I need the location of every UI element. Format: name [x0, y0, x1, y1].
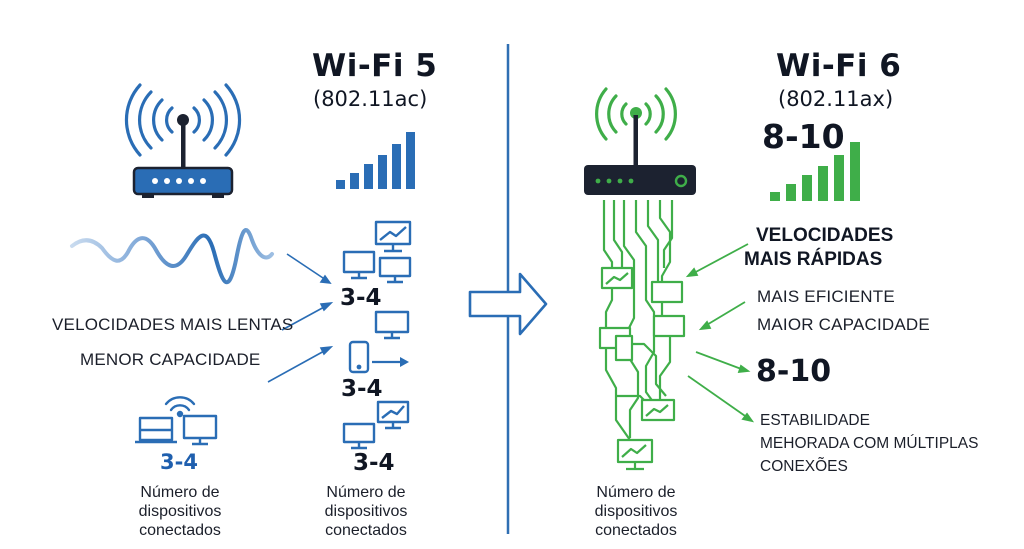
- wifi5-speed-label: VELOCIDADES MAIS LENTAS: [52, 315, 294, 334]
- tablet-icon: [348, 340, 370, 374]
- wifi6-title: Wi-Fi 6: [776, 48, 902, 84]
- arrow-right-icon: [372, 357, 409, 367]
- device-count: 3-4: [353, 450, 395, 476]
- wifi6-speed-label-1: VELOCIDADES: [756, 225, 894, 246]
- wifi6-efficient-label: MAIS EFICIENTE: [757, 287, 895, 306]
- router-icon: [584, 87, 696, 195]
- wifi5-capacity-label: MENOR CAPACIDADE: [80, 350, 261, 369]
- monitor-icon: [650, 280, 684, 304]
- laptop-icon: [135, 416, 177, 444]
- monitor-icon: [374, 310, 410, 340]
- device-count: 3-4: [340, 285, 382, 311]
- signal-bars-icon: [770, 142, 860, 201]
- monitor-icon: [614, 334, 634, 362]
- wifi6-standard: (802.11ax): [778, 87, 894, 111]
- monitor-icon: [376, 400, 410, 430]
- device-count: 3-4: [341, 376, 383, 402]
- wifi5-title: Wi-Fi 5: [312, 48, 438, 84]
- wifi6-stability-label-2: MEHORADA COM MÚLTIPLAS: [760, 435, 979, 452]
- monitor-icon: [182, 414, 218, 446]
- device-count: 3-4: [160, 450, 198, 474]
- wifi5-caption-left: Número de dispositivos conectados: [138, 484, 222, 539]
- router-icon: [124, 83, 242, 198]
- monitor-icon: [640, 398, 676, 422]
- monitor-icon: [374, 220, 412, 253]
- wifi-signal-icon: [164, 396, 196, 418]
- wifi5-caption-right: Número de dispositivos conectados: [324, 484, 408, 539]
- monitor-icon: [342, 422, 376, 450]
- wifi6-count-top: 8-10: [762, 117, 845, 156]
- wifi6-caption: Número de dispositivos conectados: [594, 484, 678, 539]
- wave-icon: [70, 227, 274, 285]
- signal-bars-icon: [336, 132, 415, 189]
- monitor-icon: [616, 438, 654, 471]
- wifi6-speed-label-2: MAIS RÁPIDAS: [744, 249, 883, 270]
- wifi6-stability-label-3: CONEXÕES: [760, 458, 848, 475]
- monitor-icon: [342, 250, 376, 280]
- monitor-icon: [378, 256, 412, 284]
- wifi6-stability-label-1: ESTABILIDADE: [760, 412, 870, 429]
- monitor-icon: [652, 314, 686, 338]
- arrow-right-icon: [468, 272, 548, 336]
- wifi5-standard: (802.11ac): [313, 87, 428, 111]
- wifi6-count-mid: 8-10: [756, 354, 832, 389]
- monitor-icon: [600, 266, 634, 290]
- wifi6-capacity-label: MAIOR CAPACIDADE: [757, 315, 930, 334]
